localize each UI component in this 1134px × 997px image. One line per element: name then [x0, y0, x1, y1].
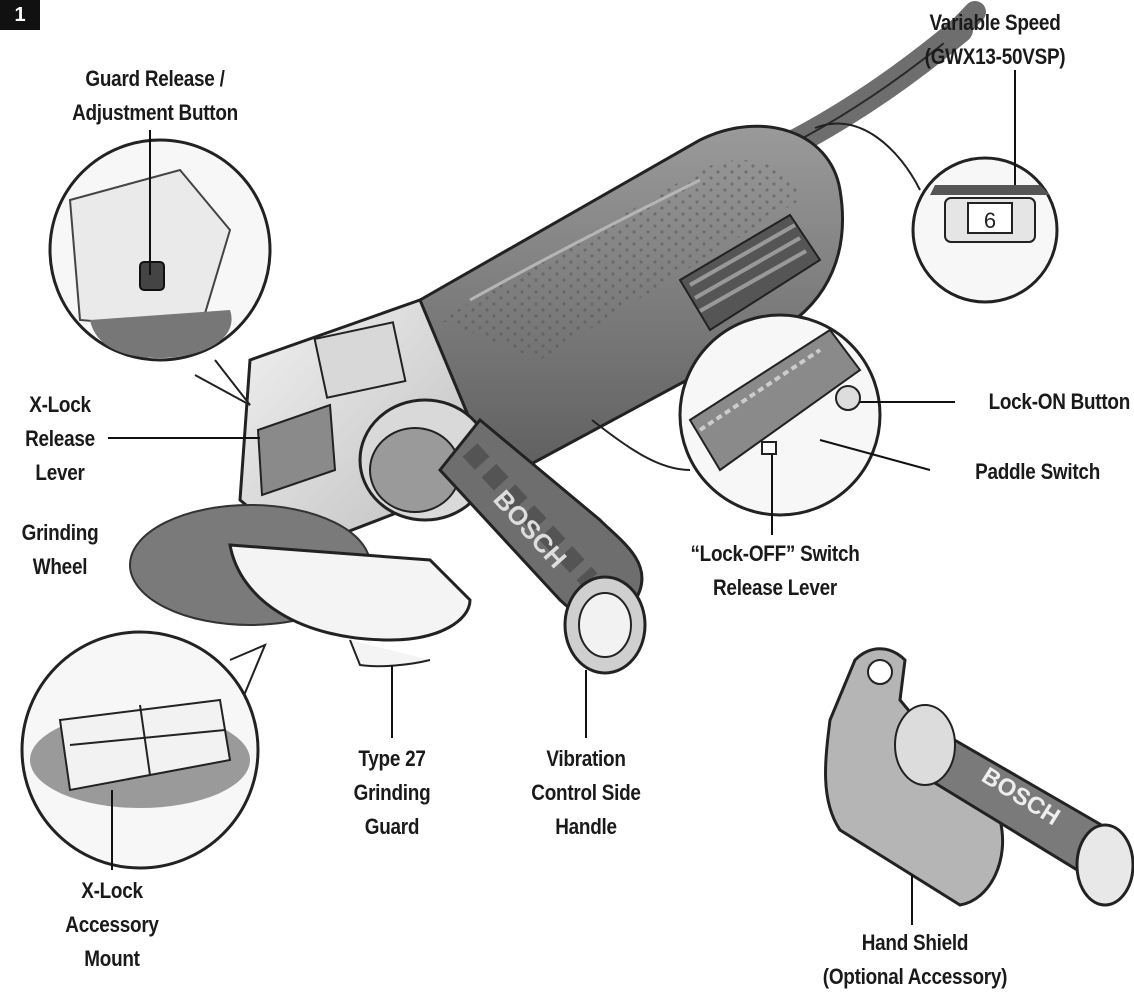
label-hand-shield: Hand Shield (Optional Accessory) — [822, 930, 1008, 989]
leader-lines — [108, 70, 1016, 925]
label-xlock-mount: X-Lock Accessory Mount — [65, 878, 159, 971]
xlock-mount-callout — [20, 630, 267, 870]
label-paddle-switch: Paddle Switch — [975, 459, 1100, 484]
label-variable-speed: Variable Speed (GWX13-50VSP) — [924, 10, 1066, 69]
figure-number: 1 — [0, 0, 40, 30]
grinding-guard — [228, 543, 472, 668]
side-handle: BOSCH — [358, 398, 647, 675]
speed-dial-value: 6 — [984, 208, 996, 233]
label-vibration-handle: Vibration Control Side Handle — [531, 746, 641, 839]
label-xlock-release: X-Lock Release Lever — [25, 392, 95, 485]
label-guard-release: Guard Release / Adjustment Button — [72, 66, 238, 125]
grip-ridges — [678, 213, 822, 332]
guard-release-callout — [48, 138, 272, 406]
variable-speed-callout: 6 — [814, 122, 1059, 304]
label-lock-off-release: “Lock-OFF” Switch Release Lever — [690, 541, 860, 600]
motor-housing — [398, 124, 844, 482]
label-type27-guard: Type 27 Grinding Guard — [353, 746, 431, 839]
hand-shield-accessory: BOSCH — [824, 647, 1134, 907]
paddle-switch-callout — [591, 313, 882, 517]
label-grinding-wheel: Grinding Wheel — [21, 520, 99, 579]
label-lock-on-button: Lock-ON Button — [988, 389, 1131, 414]
